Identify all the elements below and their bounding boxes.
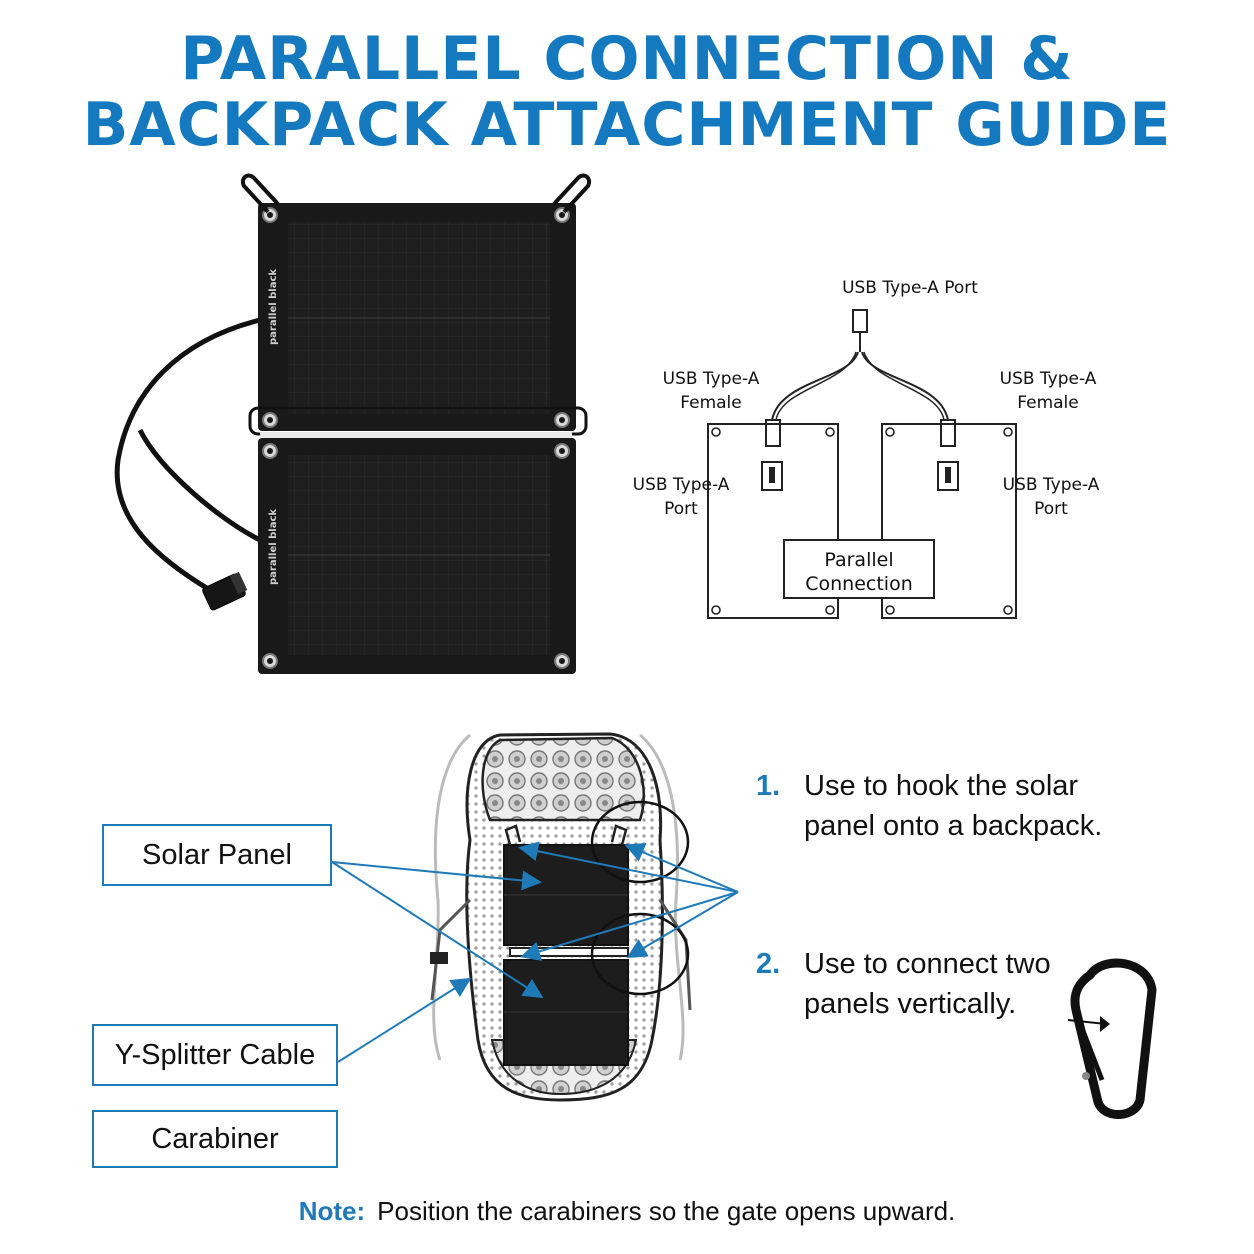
label-right-port-1: USB Type-A: [1003, 475, 1100, 495]
label-parallel-2: Connection: [805, 573, 913, 595]
label-right-port-2: Port: [1034, 499, 1068, 519]
label-left-female-1: USB Type-A: [663, 369, 760, 389]
label-right-female-2: Female: [1017, 393, 1078, 413]
carabiner-icon: [1067, 958, 1157, 1119]
step-2-text: Use to connect two panels vertically.: [804, 948, 1051, 1020]
callout-solar-panel: Solar Panel: [102, 824, 332, 886]
usb-connector-icon: [202, 571, 248, 611]
panel-brand-top: parallel black: [268, 269, 279, 345]
page-title-line-1: PARALLEL CONNECTION &: [180, 24, 1074, 94]
label-right-female-1: USB Type-A: [1000, 369, 1097, 389]
label-left-female-2: Female: [680, 393, 741, 413]
callout-y-splitter-cable: Y-Splitter Cable: [92, 1024, 338, 1086]
label-parallel-1: Parallel: [824, 549, 893, 571]
solar-panel-illustration: parallel black parallel black: [114, 173, 591, 674]
carabiner-icon: [241, 173, 591, 214]
page-title-line-2: BACKPACK ATTACHMENT GUIDE: [82, 90, 1172, 160]
note: Note: Position the carabiners so the gate…: [0, 1196, 1254, 1227]
label-top-port: USB Type-A Port: [842, 278, 978, 298]
label-left-port-1: USB Type-A: [633, 475, 730, 495]
backpack-illustration: [430, 732, 692, 1102]
callout-carabiner: Carabiner: [92, 1110, 338, 1168]
step-1-text: Use to hook the solar panel onto a backp…: [804, 770, 1103, 842]
step-2: 2. Use to connect two panels vertically.: [756, 944, 1136, 1028]
panel-brand-bottom: parallel black: [268, 509, 279, 585]
note-text: Position the carabiners so the gate open…: [377, 1196, 956, 1226]
step-1: 1. Use to hook the solar panel onto a ba…: [756, 766, 1136, 850]
step-2-number: 2.: [756, 948, 781, 980]
wiring-diagram: [707, 309, 1017, 619]
note-label: Note:: [298, 1196, 366, 1226]
step-1-number: 1.: [756, 770, 781, 802]
label-left-port-2: Port: [664, 499, 698, 519]
